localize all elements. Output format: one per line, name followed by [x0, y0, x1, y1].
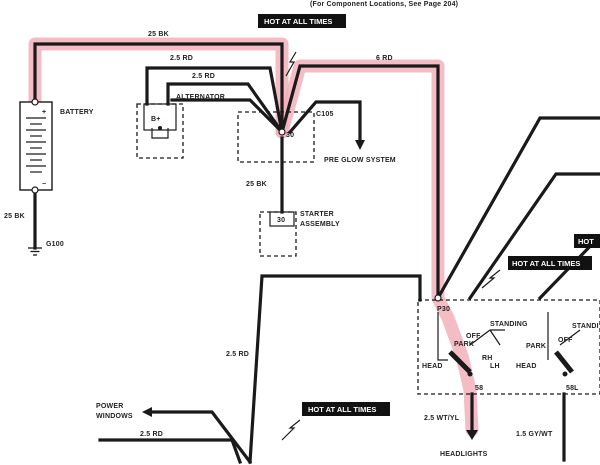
alternator-b-plus: B+ — [151, 116, 161, 123]
wire-label-25rd-lower: 2.5 RD — [140, 431, 163, 438]
starter-assembly: 30 — [259, 211, 297, 257]
wire-25bk-battery — [33, 42, 284, 134]
c105-label: C105 — [316, 111, 334, 118]
hot-tag-right-text: HOT AT ALL TIMES — [512, 259, 580, 268]
headlight-switch-box — [417, 299, 600, 395]
hot-tag-edge-text: HOT — [578, 237, 594, 246]
pre-glow-arrow — [355, 140, 365, 150]
starter-label-line2: ASSEMBLY — [300, 221, 340, 228]
switch-lh-1: LH — [490, 363, 500, 370]
switch-park-2: PARK — [526, 343, 546, 350]
wire-label-25rd-2: 2.5 RD — [192, 73, 215, 80]
switch-lever-2 — [554, 350, 574, 374]
battery-positive-terminal — [31, 98, 39, 106]
wire-25rd-lower — [98, 438, 243, 465]
starter-terminal — [269, 211, 295, 227]
hot-tag-bottom-text: HOT AT ALL TIMES — [308, 405, 376, 414]
switch-link-1 — [437, 312, 448, 361]
wire-25rd-alternator-top — [145, 66, 284, 134]
wire-right-2 — [467, 172, 600, 301]
hot-tag-top: HOT AT ALL TIMES — [258, 14, 346, 77]
power-windows-label-2: WINDOWS — [96, 413, 133, 420]
wires — [33, 42, 600, 465]
battery-plus-sign: + — [42, 109, 46, 116]
pin-58l-label: 58L — [566, 385, 579, 392]
hot-tag-bottom-bg — [302, 402, 390, 416]
battery-body — [19, 101, 53, 191]
switch-pivot-2 — [562, 371, 568, 377]
c105-pin: 30 — [286, 132, 294, 139]
switch-park-1: PARK — [454, 341, 474, 348]
battery-cells — [26, 117, 46, 173]
pre-glow-label: PRE GLOW SYSTEM — [324, 157, 396, 164]
hot-tag-top-bg — [258, 14, 346, 28]
headlights-arrow — [466, 430, 478, 440]
wire-alternator-c105 — [170, 98, 285, 135]
wire-label-25bk-starter: 25 BK — [246, 181, 267, 188]
power-windows-arrow — [142, 407, 152, 417]
starter-pin: 30 — [277, 217, 285, 224]
wire-label-25rd-1: 2.5 RD — [170, 55, 193, 62]
battery-negative-terminal — [31, 186, 39, 194]
wire-right-1 — [435, 116, 600, 301]
wire-25rd-alternator-mid — [166, 82, 285, 135]
wire-25rd-main — [248, 274, 422, 464]
switch-standing-2: STANDI — [572, 323, 599, 330]
c105-splice: 30 — [237, 111, 315, 163]
wire-label-25wtyl: 2.5 WT/YL — [424, 415, 460, 422]
battery-minus-sign: − — [42, 181, 46, 188]
wire-6rd — [280, 64, 440, 300]
starter-label-line1: STARTER — [300, 211, 334, 218]
switch-off-2: OFF — [558, 337, 573, 344]
c105-box — [237, 111, 315, 163]
c105-node — [278, 128, 286, 136]
p30-node — [434, 294, 442, 302]
wire-label-15gywt: 1.5 GY/WT — [516, 431, 553, 438]
wire-label-25bk-ground: 25 BK — [4, 213, 25, 220]
lightning-icon — [281, 419, 301, 441]
hot-tag-right: HOT AT ALL TIMES — [481, 256, 592, 289]
alternator-internal — [151, 128, 169, 139]
alternator: B+ — [136, 103, 184, 159]
headlight-switch: P30 58 58L — [417, 294, 600, 464]
hot-tag-top-text: HOT AT ALL TIMES — [264, 17, 332, 26]
hot-tag-edge: HOT — [574, 234, 600, 248]
wire-label-6rd: 6 RD — [376, 55, 393, 62]
lightning-icon — [481, 269, 501, 289]
p30-pin: P30 — [437, 306, 450, 313]
alternator-label: ALTERNATOR — [176, 94, 225, 101]
switch-off-1: OFF — [466, 333, 481, 340]
hot-tag-right-bg — [508, 256, 592, 270]
switch-standing-1: STANDING — [490, 321, 528, 328]
ground-label: G100 — [46, 241, 64, 248]
switch-rh-1: RH — [482, 355, 493, 362]
switch-lever-1 — [448, 350, 472, 374]
page-reference: (For Component Locations, See Page 204) — [310, 1, 458, 8]
switch-rh-lh — [469, 329, 505, 346]
wire-power-windows — [150, 410, 253, 465]
switch-head-2: HEAD — [516, 363, 537, 370]
ground-symbol — [28, 247, 42, 256]
wire-label-25bk-top: 25 BK — [148, 31, 169, 38]
battery-label: BATTERY — [60, 109, 94, 116]
switch-pivot-1 — [467, 371, 473, 377]
headlights-label: HEADLIGHTS — [440, 451, 488, 458]
hot-tag-bottom: HOT AT ALL TIMES — [281, 402, 390, 441]
power-windows-label-1: POWER — [96, 403, 123, 410]
wire-pre-glow — [287, 100, 362, 144]
switch-link-3 — [559, 329, 581, 346]
lightning-icon — [285, 51, 297, 77]
highlight-6rd-to-headlights — [275, 59, 479, 437]
battery: + − — [19, 98, 53, 194]
switch-head-1: HEAD — [422, 363, 443, 370]
pin-58-label: 58 — [475, 385, 483, 392]
wire-label-25rd-main: 2.5 RD — [226, 351, 249, 358]
hot-tag-edge-bg — [574, 234, 600, 248]
labels: (For Component Locations, See Page 204) … — [4, 1, 599, 458]
alternator-node — [158, 126, 162, 130]
